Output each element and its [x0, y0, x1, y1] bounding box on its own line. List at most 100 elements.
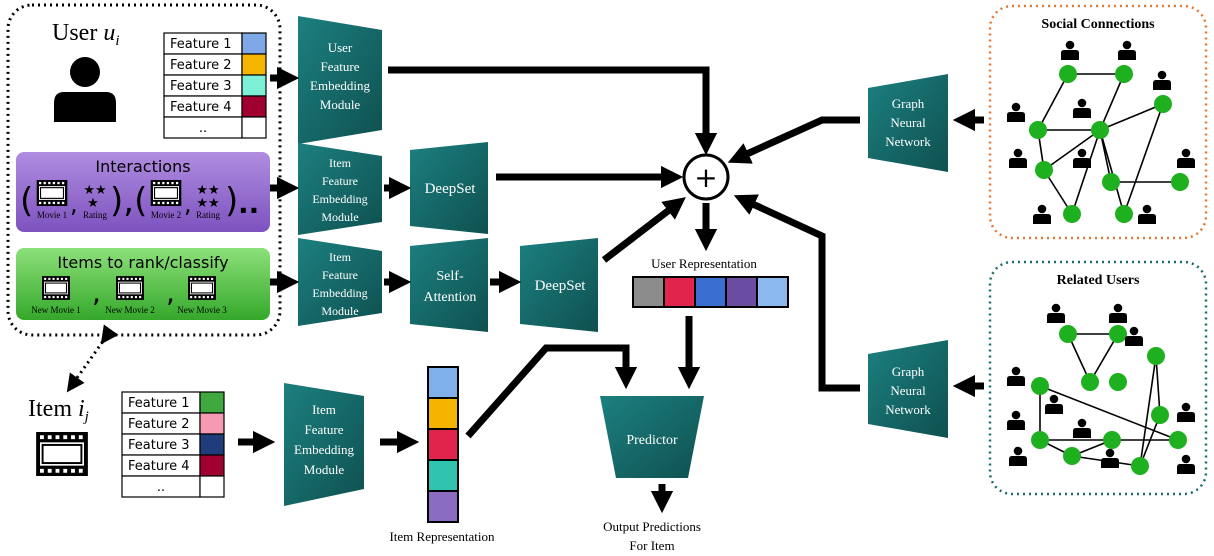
svg-text:Self-: Self- [436, 269, 464, 284]
graph-node [1109, 373, 1127, 391]
graph-node [1063, 447, 1081, 465]
graph-node [1029, 121, 1047, 139]
graph-node [1131, 457, 1149, 475]
user-item-link [66, 324, 119, 393]
graph-neural-network-social: Graph Neural Network [868, 74, 948, 172]
svg-text:): ) [225, 181, 238, 221]
graph-node [1147, 347, 1165, 365]
user-icon [1138, 204, 1156, 224]
svg-text:Module: Module [321, 210, 358, 224]
feature-color-cell [199, 412, 225, 435]
svg-text:Predictor: Predictor [626, 433, 678, 448]
graph-edge [1071, 129, 1101, 215]
feature-label: Feature 1 [170, 37, 232, 52]
graph-edge [1139, 414, 1161, 467]
feature-color-cell [241, 74, 267, 97]
feature-color-cell [199, 475, 225, 498]
related-users-title: Related Users [1057, 273, 1140, 288]
svg-text:Item: Item [329, 250, 352, 264]
graph-edge [1043, 129, 1101, 171]
user-icon [1177, 454, 1195, 474]
feature-label: Feature 1 [128, 396, 190, 411]
new-movie-3-label: New Movie 3 [177, 305, 227, 315]
item-feature-embedding-module-interactions: Item Feature Embedding Module [298, 143, 382, 235]
feature-label: .. [157, 480, 165, 495]
user-panel-border [6, 3, 282, 337]
item-feature-embedding-module-item: Item Feature Embedding Module [284, 383, 364, 506]
svg-text:Module: Module [304, 462, 345, 477]
user-icon [1047, 303, 1065, 323]
social-connections-panel: Social Connections [988, 4, 1208, 240]
movie-1-label: Movie 1 [37, 210, 67, 220]
user-icon [1045, 394, 1063, 414]
item-film-icon [36, 432, 88, 476]
items-to-rank-title: Items to rank/classify [57, 253, 228, 272]
feature-color-cell [199, 391, 225, 414]
interactions-title: Interactions [95, 157, 190, 176]
graph-edge [1155, 355, 1161, 416]
feature-color-cell [241, 95, 267, 118]
graph-node [1171, 173, 1189, 191]
arrows [238, 66, 984, 514]
related-graph [1007, 303, 1195, 475]
svg-text:Embedding: Embedding [312, 192, 367, 206]
feature-label: Feature 2 [170, 58, 232, 73]
item-title: Item ij [28, 396, 89, 425]
svg-text:Attention: Attention [424, 290, 477, 305]
film-icon [116, 276, 144, 300]
graph-node [1031, 431, 1049, 449]
graph-edge [1139, 355, 1157, 467]
user-icon [1177, 148, 1195, 168]
user-icon [1007, 366, 1025, 386]
graph-node [1102, 173, 1120, 191]
user-icon [1007, 410, 1025, 430]
self-attention-module: Self- Attention [410, 238, 488, 332]
rating-stars-icon: ★★ [83, 183, 106, 198]
user-rep-cell [756, 276, 789, 308]
user-icon [1073, 148, 1091, 168]
svg-text:Module: Module [321, 304, 358, 318]
feature-label: Feature 2 [128, 417, 190, 432]
user-icon [1009, 148, 1027, 168]
user-icon [1007, 102, 1025, 122]
feature-label: Feature 3 [170, 79, 232, 94]
svg-text:Network: Network [885, 402, 931, 417]
svg-text:Feature: Feature [322, 268, 358, 282]
graph-edge [1039, 385, 1179, 441]
item-representation-label: Item Representation [389, 529, 495, 544]
user-rep-cell [663, 276, 696, 308]
deepset-module-interactions: DeepSet [410, 142, 488, 234]
item-rep-cell [427, 490, 459, 523]
svg-text:,: , [92, 276, 101, 309]
output-predictions-label: Output Predictions [603, 519, 701, 534]
rating-label: Rating [83, 210, 107, 220]
svg-text:Item: Item [312, 402, 336, 417]
film-icon [188, 276, 216, 300]
graph-node [1059, 65, 1077, 83]
user-icon [1009, 446, 1027, 466]
graph-node [1035, 161, 1053, 179]
graph-node [1115, 65, 1133, 83]
svg-text:Embedding: Embedding [310, 78, 370, 93]
rating-stars-icon: ★★ [196, 183, 219, 198]
new-movie-1-label: New Movie 1 [31, 305, 81, 315]
svg-text:Graph: Graph [892, 364, 925, 379]
feature-color-cell [199, 433, 225, 456]
svg-text:(: ( [20, 181, 33, 221]
item-rep-cell [427, 366, 459, 399]
user-icon [1073, 98, 1091, 118]
user-icon [1125, 326, 1143, 346]
graph-node [1154, 95, 1172, 113]
item-representation-vector [427, 366, 459, 523]
graph-edge [1099, 73, 1125, 131]
svg-text:,: , [184, 190, 192, 218]
svg-text:Neural: Neural [890, 383, 926, 398]
user-rep-cell [632, 276, 665, 308]
graph-edge [1123, 103, 1164, 215]
feature-label: .. [199, 121, 207, 136]
user-rep-cell [694, 276, 727, 308]
graph-edge [1099, 103, 1164, 131]
graph-node [1169, 431, 1187, 449]
